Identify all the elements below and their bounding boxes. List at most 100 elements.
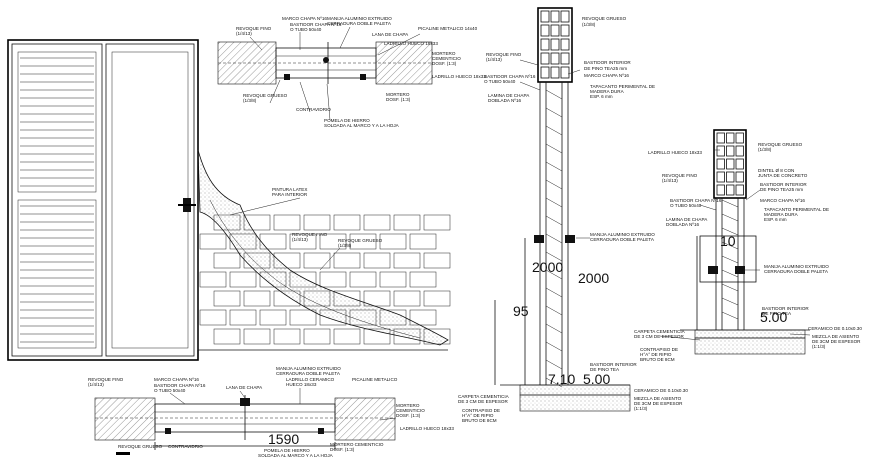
lbl-d-2: REVOQUE FINO — [292, 232, 328, 237]
lbl-d-4: REVOQUE GRUESO — [338, 238, 383, 243]
brick — [333, 328, 361, 345]
lbl-bp-5: LANA DE CHAPA — [226, 385, 263, 390]
lbl-bp-15: REVOQUE GRUESO — [118, 444, 163, 449]
brick — [393, 214, 421, 231]
lbl-r-12: TAPACANTO PERIMENTAL DE — [764, 207, 829, 212]
block-cell — [726, 184, 735, 196]
lbl-tp-7: LADRILLO HUECO 18x33 — [384, 41, 438, 46]
lbl-m-13: DOBLADA Nº16 — [488, 98, 522, 103]
dim-height-left: 2000 — [532, 259, 563, 275]
leader-line — [239, 390, 246, 399]
lbl-m-26: (1:1/3) — [634, 406, 648, 411]
lbl-r-9: BASTIDOR CHAPA Nº16 — [670, 198, 722, 203]
bottom-plan-section — [94, 395, 396, 455]
block-cell — [550, 38, 560, 51]
lbl-r-22: DE 3 CM DE ESPESOR — [634, 334, 684, 339]
block-cell — [550, 10, 560, 23]
lbl-bp-14: LADRILLO HUECO 18x33 — [400, 426, 454, 431]
leader-line — [377, 33, 421, 56]
leader-line — [169, 392, 186, 405]
block-cell — [540, 10, 550, 23]
wall-detail — [197, 149, 451, 351]
block-cell — [550, 66, 560, 79]
frame-brace — [721, 199, 739, 208]
brick — [213, 290, 241, 307]
brick — [273, 328, 301, 345]
lbl-r-8: DE PINO TEA25 mm — [760, 187, 803, 192]
brick — [303, 252, 331, 269]
brick — [199, 271, 227, 288]
lbl-bp-17: POMELA DE HIERRO — [264, 448, 310, 453]
brick — [363, 214, 391, 231]
block-cell — [540, 66, 550, 79]
lbl-r-20: DE PINO TEA — [762, 311, 792, 316]
lbl-tp-15: (1/3/8) — [243, 98, 257, 103]
lbl-tp-3: MANIJA ALUMINIO EXTRUIDO — [327, 16, 392, 21]
lbl-m-7: BASTIDOR CHAPA Nº16 — [484, 74, 536, 79]
lbl-tp-r1: MORTERO — [386, 92, 410, 97]
lbl-bp-10: PICALINE METALICO — [352, 377, 398, 382]
top-plan-section — [217, 41, 433, 85]
lbl-m-20: CONTRAPISO DE — [462, 408, 500, 413]
lbl-r-15: LAMINA DE CHAPA — [666, 217, 708, 222]
lbl-tp-r2: DOSF. (1:3) — [386, 97, 411, 102]
lbl-tp-14: REVOQUE GRUESO — [243, 93, 288, 98]
block-cell — [716, 158, 725, 170]
frame-brace — [721, 283, 739, 292]
frame-brace — [721, 255, 739, 264]
lbl-m-10: MADERA DURA — [590, 89, 625, 94]
dim-h95: 95 — [513, 303, 529, 319]
lbl-d-5: (1/3/8) — [338, 243, 352, 248]
frame-brace — [721, 241, 739, 250]
lbl-r-4: JUNTA DE CONCRETO — [758, 173, 808, 178]
frame-brace — [545, 341, 563, 352]
lbl-m-19: DE 3 CM DE ESPESOR — [458, 399, 508, 404]
dim-floor-mid2: 5.00 — [583, 371, 610, 387]
lbl-m-14: MANIJA ALUMINIO EXTRUIDO — [590, 232, 655, 237]
lbl-m-17: DE PINO TEA — [590, 367, 620, 372]
brick — [213, 328, 241, 345]
lbl-m-4: BASTIDOR INTERIOR — [584, 60, 631, 65]
block-cell — [735, 158, 744, 170]
lbl-tp-18: SOLDADA AL MARCO Y A LA HOJA — [324, 123, 400, 128]
frame-brace — [721, 213, 739, 222]
brick — [423, 214, 451, 231]
brick — [289, 309, 317, 326]
brick — [303, 328, 331, 345]
lbl-tp-6: PICALINE METALICO 14x40 — [418, 26, 478, 31]
brick — [393, 290, 421, 307]
brick — [349, 271, 377, 288]
brick — [379, 271, 407, 288]
brick — [409, 233, 437, 250]
block-cell — [726, 145, 735, 157]
lbl-r-13: MADERA DURA — [764, 212, 799, 217]
block-cell — [735, 132, 744, 144]
brick — [243, 328, 271, 345]
block-cell — [540, 24, 550, 37]
block-cell — [560, 52, 570, 65]
lbl-m-25: DE 3CM DE ESPESOR — [634, 401, 683, 406]
dim-height-right: 2000 — [578, 270, 609, 286]
lbl-r-7: BASTIDOR INTERIOR — [760, 182, 807, 187]
lbl-m-21: H°A° DE RIPIO — [462, 413, 494, 418]
lbl-m-15: CERRADURA DOBLE PALETA — [590, 237, 655, 242]
lbl-tp-8: REVOQUE FINO — [236, 26, 272, 31]
lbl-r-21: CARPETA CEMENTICIA — [634, 329, 686, 334]
brick — [273, 214, 301, 231]
lbl-bp-7: CERRADURA DOBLE PALETA — [276, 371, 341, 376]
lbl-bp-2: MARCO CHAPA Nº16 — [154, 377, 199, 382]
brick — [333, 214, 361, 231]
lbl-m-22: BRUTO DE 8CM — [462, 418, 497, 423]
frame-brace — [545, 233, 563, 244]
right-vertical-section — [680, 129, 810, 355]
lbl-bp-4: O TUBO 50x40 — [154, 388, 186, 393]
block-cell — [735, 145, 744, 157]
frame-brace — [545, 161, 563, 172]
brick — [379, 233, 407, 250]
lbl-m-8: O TUBO 50x40 — [484, 79, 516, 84]
lbl-r-27: MEZCLA DE ASIENTO — [812, 334, 860, 339]
frame-brace — [545, 125, 563, 136]
lbl-bp-20: DOSF. (1:3) — [330, 447, 355, 452]
lbl-tp-2: O TUBO 50x40 — [290, 27, 322, 32]
lbl-m-11: ESP. 6 mm — [590, 94, 613, 99]
